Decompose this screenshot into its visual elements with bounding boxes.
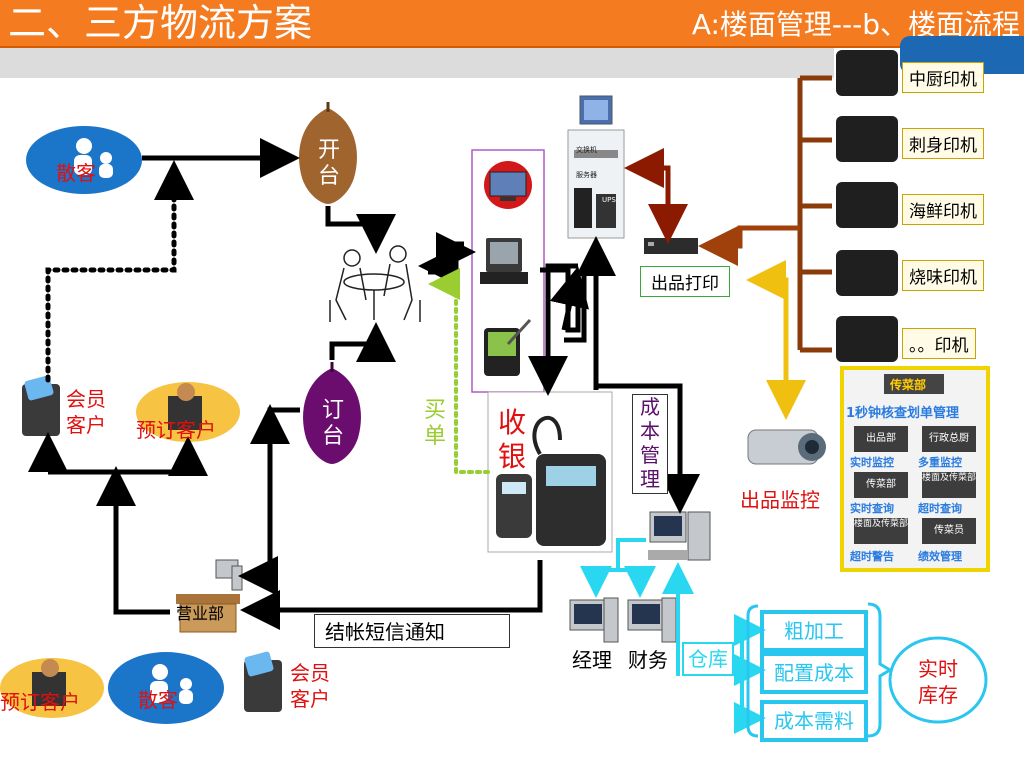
- open-table-node: [299, 102, 357, 204]
- sales-desk-icon: [176, 559, 243, 633]
- monitor-cell-caption: 超时警告: [850, 550, 894, 563]
- monitor-panel-heading: 1秒钟核查划单管理: [846, 406, 960, 421]
- warehouse-item-1: 配置成本: [760, 652, 868, 694]
- open-table-label: 开 台: [318, 138, 341, 189]
- output-print-label: 出品打印: [640, 266, 730, 297]
- monitor-cell-caption: 多重监控: [918, 456, 962, 469]
- monitor-panel-grid: 出品部 实时监控 行政总厨 多重监控 传菜部 实时查询 楼面及传菜部 超时查询 …: [850, 422, 984, 568]
- stock-bracket: [867, 602, 893, 738]
- monitor-cell-caption: 实时监控: [850, 456, 894, 469]
- realtime-stock-oval: [888, 636, 988, 724]
- walkin-customer-bottom-label: 散客: [138, 688, 178, 712]
- manager-label: 经理: [572, 648, 612, 672]
- pos-terminal-icon: [480, 238, 528, 284]
- walkin-customer-icon: [26, 126, 142, 194]
- camera-icon: [747, 429, 826, 465]
- workstation-icon: [648, 511, 711, 561]
- page-subtitle: A:楼面管理---b、楼面流程: [691, 8, 1020, 41]
- monitor-cell-box: 传菜部: [854, 472, 908, 498]
- printer-label-0: 中厨印机: [902, 62, 984, 93]
- monitor-cell-box: 出品部: [854, 426, 908, 452]
- switch-label: 交换机: [576, 146, 597, 154]
- monitor-cell-box: 传菜员: [922, 518, 976, 544]
- member-card-icon: [22, 375, 60, 436]
- booking-customer-icon: [136, 382, 240, 442]
- booking-customer-label: 预订客户: [136, 418, 216, 442]
- server-rack-icon: [567, 95, 625, 239]
- handheld-pda-icon: [484, 318, 532, 376]
- header-divider-bar: [0, 48, 834, 78]
- page-title: 二、三方物流方案: [8, 1, 313, 45]
- finance-label: 财务: [628, 648, 668, 672]
- monitor-cell-box: 楼面及传菜部: [922, 472, 976, 498]
- printer-connections: [797, 75, 832, 353]
- printer-label-4: 。。印机: [902, 328, 976, 359]
- monitor-panel-tag: 传菜部: [890, 378, 927, 392]
- booking-customer-bottom-label: 预订客户: [0, 690, 80, 714]
- print-server-icon: [644, 238, 698, 254]
- server-label: 服务器: [576, 171, 597, 179]
- reserve-table-label: 订 台: [322, 398, 345, 449]
- cashier-label: 收 银: [498, 406, 527, 473]
- cost-mgmt-label: 成 本 管 理: [632, 394, 668, 494]
- member-customer-bottom-label: 会员 客户: [290, 661, 330, 711]
- reserve-table-node: [303, 362, 361, 464]
- monitor-icon: [484, 161, 532, 209]
- checkout-sms-box: 结帐短信通知: [314, 614, 510, 648]
- member-card-bottom-icon: [244, 651, 282, 712]
- warehouse-item-2: 成本需料: [760, 700, 868, 742]
- booking-customer-bottom-icon: [0, 658, 104, 718]
- walkin-customer-bottom-icon: [108, 652, 224, 724]
- card-terminal-icon: [496, 415, 606, 546]
- manager-pc-icon: [569, 597, 619, 643]
- monitor-cell-caption: 绩效管理: [918, 550, 962, 563]
- walkin-customer-label: 散客: [56, 161, 96, 185]
- warehouse-bracket: [746, 604, 759, 738]
- printer-label-1: 刺身印机: [902, 128, 984, 159]
- warehouse-label: 仓库: [682, 642, 734, 676]
- monitor-cell-caption: 实时查询: [850, 502, 894, 515]
- output-monitor-label: 出品监控: [740, 488, 820, 512]
- warehouse-item-0: 粗加工: [760, 610, 868, 652]
- title-bar: [0, 0, 1024, 48]
- buy-bill-label: 买 单: [424, 398, 447, 449]
- monitor-cell-box: 楼面及传菜部: [854, 518, 908, 544]
- printer-icons: [836, 50, 898, 362]
- monitor-panel-tag-box: [884, 374, 944, 394]
- finance-pc-icon: [627, 597, 677, 643]
- sales-dept-label: 营业部: [176, 604, 225, 623]
- ups-label: UPS: [602, 196, 616, 204]
- monitor-cell-box: 行政总厨: [922, 426, 976, 452]
- diners-icon: [329, 245, 421, 322]
- monitor-cell-caption: 超时查询: [918, 502, 962, 515]
- member-customer-label: 会员 客户: [66, 387, 106, 437]
- realtime-stock-label: 实时 库存: [918, 657, 958, 707]
- printer-label-3: 烧味印机: [902, 260, 984, 291]
- printer-label-2: 海鲜印机: [902, 194, 984, 225]
